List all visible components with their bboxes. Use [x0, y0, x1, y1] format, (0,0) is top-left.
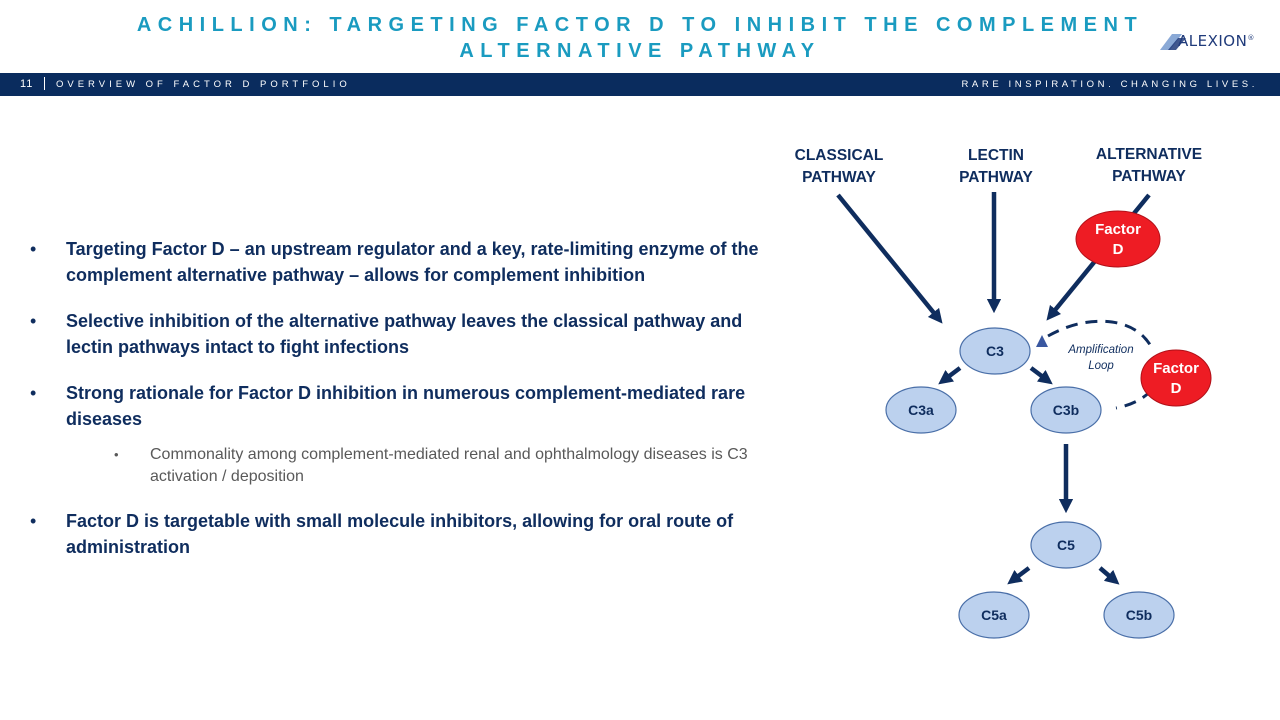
bullet-2-text: Selective inhibition of the alternative …: [66, 311, 743, 357]
header-bar: 11 OVERVIEW OF FACTOR D PORTFOLIO RARE I…: [0, 73, 1280, 96]
sub-bullet-dot-icon: •: [114, 447, 119, 462]
bullet-3-sub: • Commonality among complement-mediated …: [30, 444, 790, 488]
bullet-3-text: Strong rationale for Factor D inhibition…: [66, 383, 746, 429]
section-title: OVERVIEW OF FACTOR D PORTFOLIO: [56, 79, 351, 90]
c5b-node: [1103, 591, 1175, 639]
alternative-pathway-label-line-2: PATHWAY: [1112, 168, 1186, 185]
bullet-3: • Strong rationale for Factor D inhibiti…: [30, 380, 790, 432]
c5b-label: C5b: [1126, 607, 1152, 623]
alexion-logo-text: ALEXION®: [1178, 32, 1255, 50]
c3-to-c3b-arrow: [1029, 366, 1053, 385]
page-number: 11: [20, 78, 34, 90]
c3a-node: [885, 386, 957, 434]
bullet-4-text: Factor D is targetable with small molecu…: [66, 511, 734, 557]
factor-d-top-label-line-2: D: [1113, 241, 1124, 258]
factor-d-node-top: [1075, 210, 1161, 268]
slide-title-line-1: ACHILLION: TARGETING FACTOR D TO INHIBIT…: [136, 14, 1144, 36]
c3b-node: [1030, 386, 1102, 434]
factor-d-top-label-line-1: Factor: [1095, 221, 1141, 238]
slide-title: ACHILLION: TARGETING FACTOR D TO INHIBIT…: [100, 12, 1180, 64]
bullet-4: • Factor D is targetable with small mole…: [30, 508, 790, 560]
amplification-loop-upper: [1047, 319, 1154, 349]
loop-triangle-icon: [1036, 335, 1048, 347]
classical-pathway-label-line-2: PATHWAY: [802, 169, 876, 186]
lectin-pathway-label-line-2: PATHWAY: [959, 169, 1033, 186]
amplification-loop-label-line-1: Amplification: [1067, 344, 1133, 356]
c3-to-c3a-arrow: [938, 366, 962, 385]
classical-pathway-label-line-1: CLASSICAL: [795, 147, 884, 164]
c3b-label: C3b: [1053, 402, 1079, 418]
bullet-dot-icon: •: [30, 311, 37, 331]
c5-label: C5: [1057, 537, 1075, 553]
bullet-1-text: Targeting Factor D – an upstream regulat…: [66, 239, 759, 285]
alexion-logo-mark-icon: [1160, 34, 1186, 50]
alternative-pathway-label-line-1: ALTERNATIVE: [1096, 146, 1202, 163]
bullet-list: • Targeting Factor D – an upstream regul…: [30, 236, 790, 580]
c3-label: C3: [986, 343, 1004, 359]
c5-to-c5a-arrow: [1007, 566, 1031, 585]
factor-d-node-loop: [1140, 349, 1212, 407]
factor-d-loop-label-line-2: D: [1171, 380, 1182, 397]
c5-to-c5b-arrow: [1098, 566, 1120, 585]
bullet-2: • Selective inhibition of the alternativ…: [30, 308, 790, 360]
bar-divider: [44, 77, 45, 90]
c3-node: [959, 327, 1031, 375]
c3a-label: C3a: [908, 402, 934, 418]
slide-title-line-2: ALTERNATIVE PATHWAY: [459, 40, 821, 62]
bullet-3-sub-text: Commonality among complement-mediated re…: [150, 446, 748, 485]
classical-arrow: [836, 193, 943, 324]
tagline: RARE INSPIRATION. CHANGING LIVES.: [961, 79, 1258, 90]
c5a-label: C5a: [981, 607, 1007, 623]
c5a-node: [958, 591, 1030, 639]
bullet-dot-icon: •: [30, 511, 37, 531]
factor-d-loop-label-line-1: Factor: [1153, 360, 1199, 377]
bullet-1: • Targeting Factor D – an upstream regul…: [30, 236, 790, 288]
bullet-dot-icon: •: [30, 239, 37, 259]
bullet-dot-icon: •: [30, 383, 37, 403]
lectin-pathway-label-line-1: LECTIN: [968, 147, 1024, 164]
c5-node: [1030, 521, 1102, 569]
amplification-loop-label-line-2: Loop: [1088, 360, 1114, 372]
alexion-logo: ALEXION®: [1158, 30, 1260, 54]
